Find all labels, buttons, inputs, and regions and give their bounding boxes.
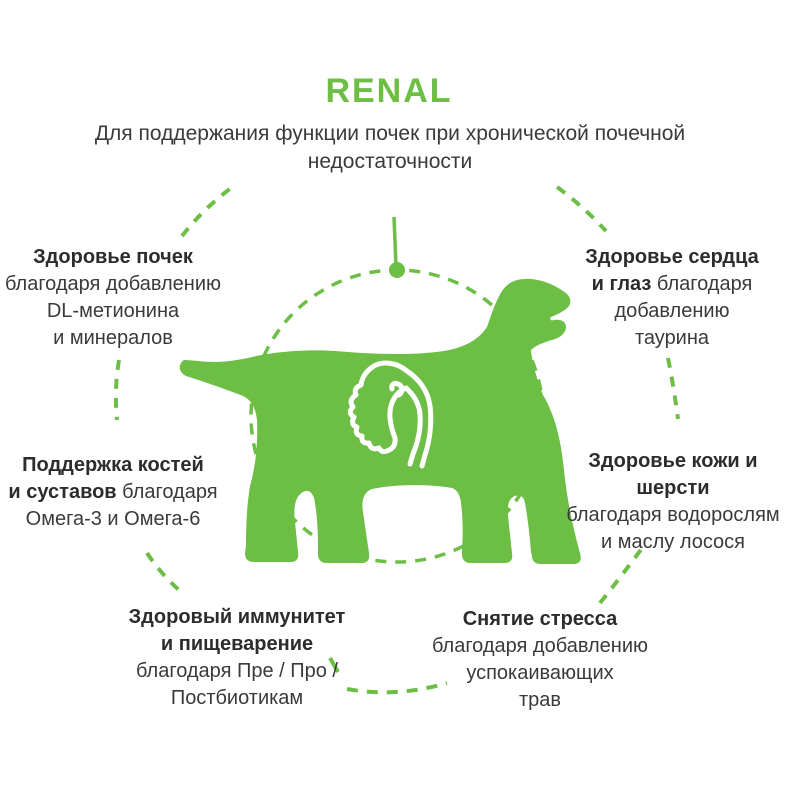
benefit-line: и минералов [53,327,173,349]
benefit-line: DL-метионина [46,300,180,322]
kidney-icon [347,360,434,469]
benefit-line: благодаря добавлению [4,273,222,295]
connector-line [392,216,398,267]
page-title: RENAL [325,72,453,110]
description-line: Для поддержания функции почек [94,122,420,145]
benefit-line: и глаз благодаря [591,273,753,295]
benefit-line: Снятие стресса [462,608,618,630]
benefit-line: и пищеварение [160,633,314,655]
benefit-line: Здоровье сердца [585,246,759,268]
benefit-line: трав [518,689,562,711]
benefit-line: Здоровье почек [33,246,193,268]
benefit-line: Здоровье кожи и шерсти [588,450,758,499]
dog-silhouette [179,278,581,564]
kidney-ureter-outer [404,368,434,469]
outer-dashed-arc-bottom-center [346,681,448,695]
outer-dashed-arc-top-left [180,186,233,238]
benefit-line: таурина [634,327,710,349]
product-description: Для поддержания функции почек при хронич… [90,120,690,176]
outer-dashed-arcs [113,185,680,695]
outer-dashed-arc-top-right [555,185,608,233]
outer-dashed-arc-bottom-left [145,551,182,593]
outer-dashed-arc-bottom-right [598,545,645,605]
benefit-immunity-digestion: Здоровый иммунитет и пищеварение благода… [117,604,357,712]
kidney-outline [347,360,410,455]
benefit-heart-eye-health: Здоровье сердца и глаз благодаря добавле… [562,244,782,352]
benefit-line: и суставов благодаря [8,481,218,503]
benefit-line: добавлению [614,300,730,322]
benefit-line: благодаря добавлению [431,635,649,657]
description-line: при хронической почечной [425,122,686,145]
kidney-ureter-inner [403,385,423,467]
description-line: недостаточности [307,150,473,173]
benefit-line: Поддержка костей [22,454,204,476]
benefit-line: успокаивающих [466,662,614,684]
outer-dashed-arc-right [666,357,680,420]
benefit-stress-relief: Снятие стресса благодаря добавлению успо… [420,606,660,714]
benefit-line: Здоровый иммунитет [128,606,346,628]
connector-dot [389,262,405,278]
benefit-line: Постбиотикам [170,687,304,709]
outer-dashed-arc-left [113,359,121,421]
kidney-pelvis-curl [389,380,405,398]
benefit-line: и маслу лосося [600,531,746,553]
benefit-skin-coat-health: Здоровье кожи и шерсти благодаря водорос… [553,448,793,556]
benefit-kidney-health: Здоровье почек благодаря добавлению DL-м… [3,244,223,352]
benefit-line: благодаря водорослям [566,504,780,526]
benefit-line: благодаря Пре / Про / [136,660,338,682]
benefit-line: Омега-3 и Омега-6 [25,508,201,530]
benefit-bone-joint-support: Поддержка костей и суставов благодаря Ом… [3,452,223,533]
outer-dashed-arc-bottom-dash [328,657,340,673]
